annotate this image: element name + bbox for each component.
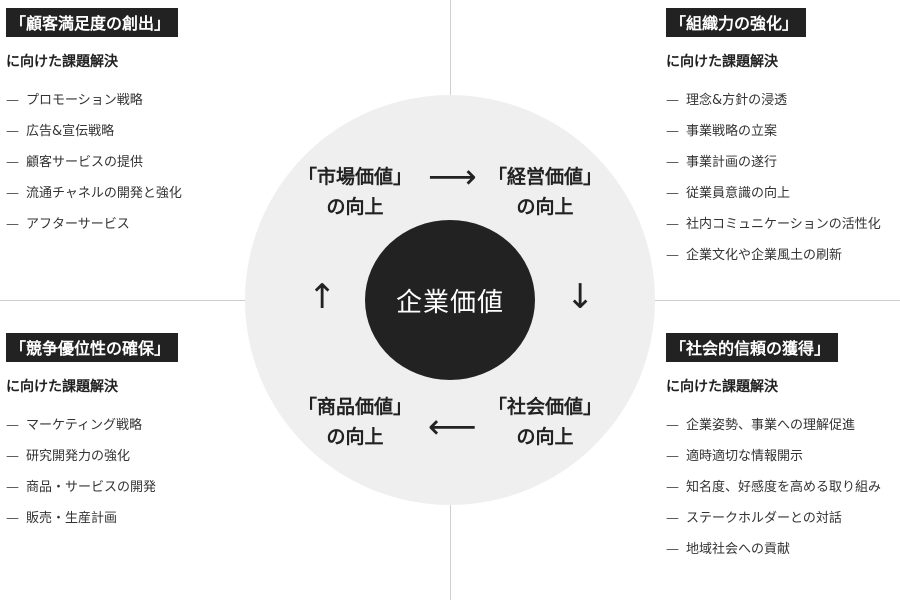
social-value-line2: の向上 <box>516 426 574 448</box>
list-item: — 知名度、好感度を高める取り組み <box>666 472 900 503</box>
list-item: — 広告&宣伝戦略 <box>6 116 246 147</box>
quadrant-title: 「社会的信頼の獲得」 <box>666 333 839 362</box>
list-item: — 企業姿勢、事業への理解促進 <box>666 410 900 441</box>
dash-bullet-icon: — <box>6 93 19 108</box>
list-item: — ステークホルダーとの対話 <box>666 503 900 534</box>
dash-bullet-icon: — <box>666 186 679 201</box>
arrow-up-icon: ↑ <box>308 277 337 317</box>
list-item: — プロモーション戦略 <box>6 85 246 116</box>
dash-bullet-icon: — <box>666 217 679 232</box>
list-item-text: 流通チャネルの開発と強化 <box>26 186 182 201</box>
dash-bullet-icon: — <box>666 418 679 433</box>
list-item-text: 顧客サービスの提供 <box>26 155 144 170</box>
quadrant-subtitle: に向けた課題解決 <box>6 54 118 70</box>
arrow-down-icon: ↓ <box>566 277 595 317</box>
product-value-label: 「商品価値」 の向上 <box>280 392 430 452</box>
quadrant-title: 「競争優位性の確保」 <box>6 333 179 362</box>
dash-bullet-icon: — <box>666 155 679 170</box>
center-circle: 企業価値 <box>365 220 535 380</box>
dash-bullet-icon: — <box>666 449 679 464</box>
list-item: — 地域社会への貢献 <box>666 534 900 565</box>
dash-bullet-icon: — <box>6 480 19 495</box>
dash-bullet-icon: — <box>6 124 19 139</box>
list-item-text: 従業員意識の向上 <box>686 186 791 201</box>
dash-bullet-icon: — <box>6 449 19 464</box>
list-item: — 商品・サービスの開発 <box>6 472 246 503</box>
issue-list: — 理念&方針の浸透 — 事業戦略の立案 — 事業計画の遂行 — 従業員意識の向上 — 社内コミュ… <box>666 85 900 271</box>
issue-list: — マーケティング戦略 — 研究開発力の強化 — 商品・サービスの開発 — 販売・生産計画 <box>6 410 246 534</box>
list-item-text: 企業文化や企業風土の刷新 <box>686 248 843 263</box>
center-label: 企業価値 <box>395 287 504 318</box>
dash-bullet-icon: — <box>6 418 19 433</box>
issue-list: — 企業姿勢、事業への理解促進 — 適時適切な情報開示 — 知名度、好感度を高める取り組み… <box>666 410 900 565</box>
list-item: — 研究開発力の強化 <box>6 441 246 472</box>
quadrant-organization-strength: 「組織力の強化」 に向けた課題解決 — 理念&方針の浸透 — 事業戦略の立案 — 事業計画… <box>666 8 900 271</box>
list-item-text: 社内コミュニケーションの活性化 <box>686 217 881 232</box>
market-value-line1: 「市場価値」 <box>297 166 412 188</box>
arrow-right-icon: ⟶ <box>428 157 477 197</box>
issue-list: — プロモーション戦略 — 広告&宣伝戦略 — 顧客サービスの提供 — 流通チャネルの開発と強… <box>6 85 246 240</box>
quadrant-competitive-advantage: 「競争優位性の確保」 に向けた課題解決 —マーケティング戦略—研究開発力の強化—… <box>6 333 246 534</box>
dash-bullet-icon: — <box>6 186 19 201</box>
dash-bullet-icon: — <box>666 511 679 526</box>
market-value-label: 「市場価値」 の向上 <box>280 162 430 222</box>
management-value-line1: 「経営価値」 <box>487 166 602 188</box>
list-item-text: 地域社会への貢献 <box>686 542 791 557</box>
list-item: — マーケティング戦略 <box>6 410 246 441</box>
quadrant-social-trust: 「社会的信頼の獲得」 に向けた課題解決 — 企業姿勢、事業への理解促進 — 適時適切な… <box>666 333 900 565</box>
list-item-text: 商品・サービスの開発 <box>26 480 157 495</box>
list-item: — 企業文化や企業風土の刷新 <box>666 240 900 271</box>
quadrant-subtitle: に向けた課題解決 <box>666 54 778 70</box>
list-item: — アフターサービス <box>6 209 246 240</box>
dash-bullet-icon: — <box>666 480 679 495</box>
list-item: — 適時適切な情報開示 <box>666 441 900 472</box>
management-value-line2: の向上 <box>516 196 574 218</box>
quadrant-subtitle: に向けた課題解決 <box>6 379 118 395</box>
list-item: — 流通チャネルの開発と強化 <box>6 178 246 209</box>
management-value-label: 「経営価値」 の向上 <box>470 162 620 222</box>
list-item-text: 知名度、好感度を高める取り組み <box>686 480 882 495</box>
list-item-text: ステークホルダーとの対話 <box>686 511 842 526</box>
dash-bullet-icon: — <box>666 93 679 108</box>
quadrant-title: 「組織力の強化」 <box>666 8 807 37</box>
dash-bullet-icon: — <box>6 511 19 526</box>
list-item: — 事業計画の遂行 <box>666 147 900 178</box>
list-item-text: 企業姿勢、事業への理解促進 <box>686 418 856 433</box>
list-item: — 販売・生産計画 <box>6 503 246 534</box>
list-item: — 事業戦略の立案 <box>666 116 900 147</box>
quadrant-subtitle: に向けた課題解決 <box>666 379 778 395</box>
quadrant-title: 「顧客満足度の創出」 <box>6 8 179 37</box>
dash-bullet-icon: — <box>6 217 19 232</box>
list-item: — 社内コミュニケーションの活性化 <box>666 209 900 240</box>
dash-bullet-icon: — <box>6 155 19 170</box>
list-item: — 理念&方針の浸透 <box>666 85 900 116</box>
list-item-text: 研究開発力の強化 <box>26 449 131 464</box>
dash-bullet-icon: — <box>666 248 679 263</box>
list-item-text: プロモーション戦略 <box>26 93 143 108</box>
list-item-text: 販売・生産計画 <box>26 511 118 526</box>
list-item-text: 広告&宣伝戦略 <box>26 124 115 139</box>
arrow-left-icon: ⟵ <box>428 407 477 447</box>
list-item-text: 事業計画の遂行 <box>686 155 778 170</box>
quadrant-customer-satisfaction: 「顧客満足度の創出」 に向けた課題解決 — プロモーション戦略 — 広告&宣伝戦略 — 顧… <box>6 8 246 240</box>
list-item-text: 理念&方針の浸透 <box>686 93 788 108</box>
list-item-text: アフターサービス <box>26 217 130 232</box>
social-value-line1: 「社会価値」 <box>487 396 602 418</box>
market-value-line2: の向上 <box>326 196 384 218</box>
product-value-line2: の向上 <box>326 426 384 448</box>
list-item: — 従業員意識の向上 <box>666 178 900 209</box>
list-item: — 顧客サービスの提供 <box>6 147 246 178</box>
list-item-text: 適時適切な情報開示 <box>686 449 804 464</box>
product-value-line1: 「商品価値」 <box>297 396 412 418</box>
list-item-text: 事業戦略の立案 <box>686 124 778 139</box>
list-item-text: マーケティング戦略 <box>26 418 142 433</box>
social-value-label: 「社会価値」 の向上 <box>470 392 620 452</box>
dash-bullet-icon: — <box>666 542 679 557</box>
dash-bullet-icon: — <box>666 124 679 139</box>
